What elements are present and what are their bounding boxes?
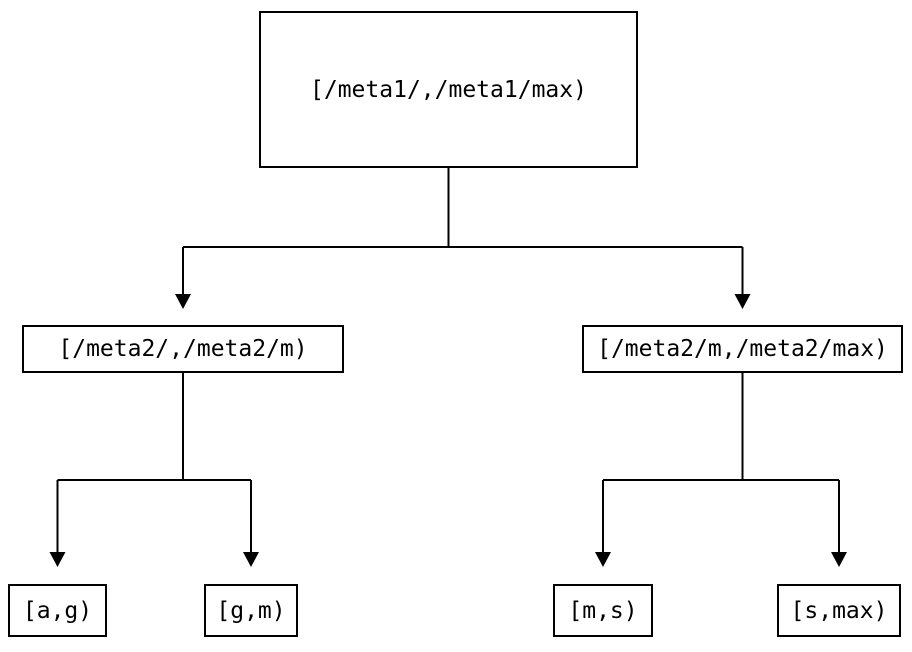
arrowhead-down-icon xyxy=(831,552,847,567)
arrowhead-down-icon xyxy=(49,552,66,567)
node-label: [/meta2/m,/meta2/max) xyxy=(597,336,888,362)
arrowhead-down-icon xyxy=(243,552,259,567)
tree-node-leaf-ms: [m,s) xyxy=(553,584,653,637)
arrowhead-down-icon xyxy=(595,552,611,567)
arrowhead-down-icon xyxy=(734,294,751,309)
node-label: [m,s) xyxy=(568,597,638,624)
arrowhead-down-icon xyxy=(175,294,191,309)
tree-node-meta2-low: [/meta2/,/meta2/m) xyxy=(22,325,344,373)
edge-root-to-children xyxy=(182,168,744,295)
node-label: [s,max) xyxy=(790,597,888,624)
node-label: [/meta2/,/meta2/m) xyxy=(58,336,308,362)
edge-right-to-leaves xyxy=(602,373,840,553)
tree-node-leaf-smax: [s,max) xyxy=(777,584,901,637)
tree-node-root: [/meta1/,/meta1/max) xyxy=(259,11,638,168)
tree-node-meta2-high: [/meta2/m,/meta2/max) xyxy=(582,325,903,373)
tree-node-leaf-gm: [g,m) xyxy=(204,584,298,637)
edge-left-to-leaves xyxy=(56,373,252,553)
node-label: [/meta1/,/meta1/max) xyxy=(310,76,587,103)
tree-node-leaf-ag: [a,g) xyxy=(8,584,107,637)
node-label: [a,g) xyxy=(22,597,93,624)
node-label: [g,m) xyxy=(216,597,286,624)
